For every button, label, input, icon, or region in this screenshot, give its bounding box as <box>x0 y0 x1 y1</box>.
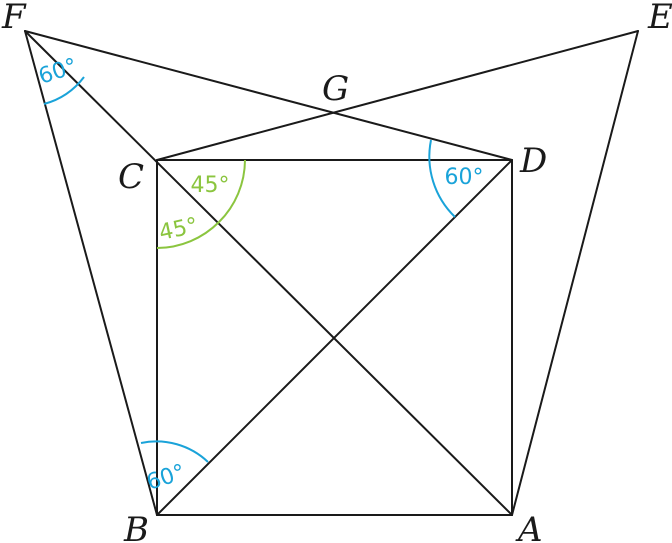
label-F: F <box>1 0 27 37</box>
angle-label-F: 60° <box>36 54 81 90</box>
label-D: D <box>519 141 547 181</box>
segment-FA <box>24 30 513 516</box>
label-B: B <box>123 510 149 543</box>
segment-FB <box>24 30 158 516</box>
segment-CE <box>156 30 639 161</box>
angle-arc-F <box>43 76 85 105</box>
angle-arc-C-upper <box>218 159 246 223</box>
angle-label-D: 60° <box>445 165 484 190</box>
angle-arc-B <box>140 440 209 463</box>
segment-FD <box>24 30 513 161</box>
angle-arc-D <box>428 139 456 218</box>
label-E: E <box>647 0 672 37</box>
segment-EA <box>511 30 639 516</box>
label-G: G <box>322 69 349 109</box>
label-A: A <box>515 510 543 543</box>
angle-arc-C-lower <box>156 221 220 249</box>
label-C: C <box>118 157 144 197</box>
angle-label-C-lower: 45° <box>157 213 200 246</box>
angle-label-C-upper: 45° <box>191 173 230 198</box>
